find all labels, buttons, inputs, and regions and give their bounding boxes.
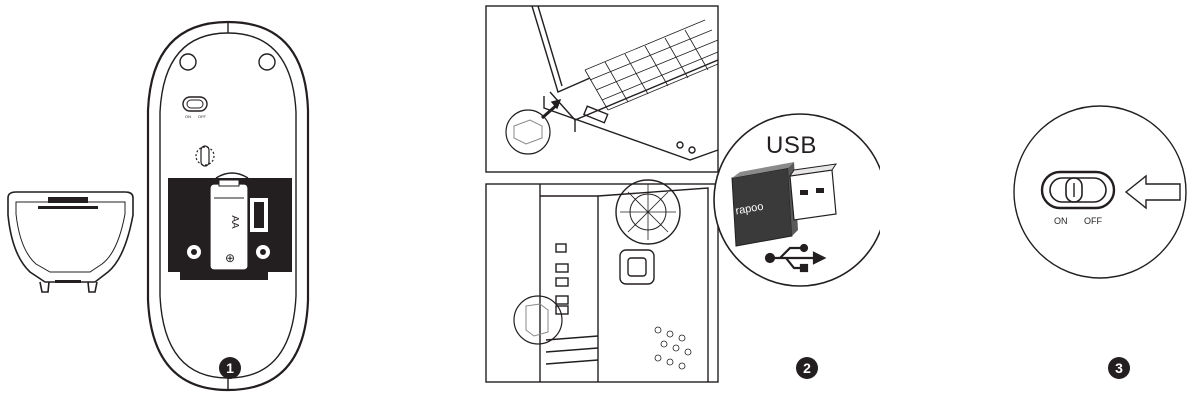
step3-illustration: ON OFF 3 (980, 0, 1200, 400)
step2-illustration: rapoo USB 2 (480, 0, 880, 400)
step2-svg: rapoo (485, 5, 880, 383)
laptop-icon (485, 5, 719, 173)
step1-svg: AA ⊕ ON OFF (7, 20, 310, 392)
power-switch-off-label: OFF (1084, 216, 1102, 226)
step-2-badge: 2 (796, 357, 818, 379)
usb-label: USB (766, 132, 817, 159)
usb-receiver-brand: rapoo (735, 201, 765, 218)
mouse-underside-icon (146, 20, 310, 392)
arrow-icon (1124, 174, 1181, 210)
step-1-badge: 1 (219, 357, 241, 379)
power-switch-on-label: ON (1054, 216, 1068, 226)
step3-svg (1013, 105, 1187, 279)
usb-receiver-icon (731, 162, 838, 247)
step1-illustration: AA ⊕ ON OFF 1 (0, 0, 320, 400)
desktop-receiver-detail-icon (513, 295, 563, 345)
usb-symbol-icon (764, 243, 827, 273)
switch-detail-circle (1013, 105, 1187, 279)
power-switch-icon (1040, 170, 1116, 210)
step-3-badge: 3 (1108, 357, 1130, 379)
battery-cover-icon (7, 191, 134, 293)
mouse-switch-off-label: OFF (198, 114, 207, 119)
battery-polarity: ⊕ (225, 251, 235, 265)
receiver-detail-icon (505, 109, 551, 155)
desktop-tower-icon (485, 179, 719, 383)
battery-label: AA (229, 215, 240, 229)
mouse-switch-on-label: ON (185, 114, 191, 119)
